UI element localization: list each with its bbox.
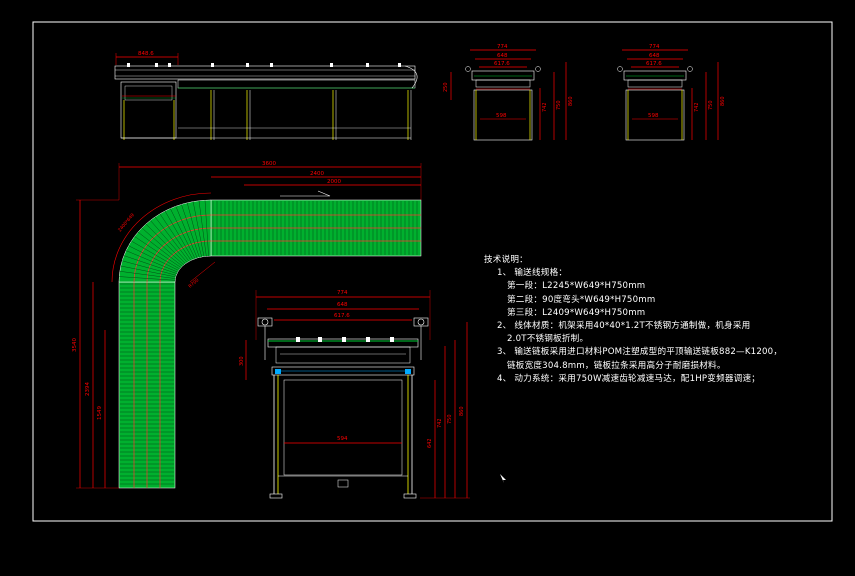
svg-text:250: 250 xyxy=(443,82,449,92)
svg-text:2394: 2394 xyxy=(85,382,91,396)
section-view: 774 648 617.6 xyxy=(239,290,470,499)
svg-text:617.6: 617.6 xyxy=(494,61,510,67)
svg-text:648: 648 xyxy=(497,53,508,59)
notes-item-3b: 链板宽度304.8mm，链板拉条采用高分子耐磨损材料。 xyxy=(507,360,726,371)
svg-text:742: 742 xyxy=(542,102,548,112)
svg-text:648: 648 xyxy=(649,53,660,59)
side-view-2: 774 648 617.6 598 742 750 860 xyxy=(617,44,726,141)
drawing-border xyxy=(32,21,833,522)
svg-text:742: 742 xyxy=(694,102,700,112)
svg-text:617.6: 617.6 xyxy=(334,313,350,319)
technical-notes: 技术说明： 1、 输送线规格： 第一段：L2245*W649*H750mm 第二… xyxy=(484,254,782,386)
svg-text:2000: 2000 xyxy=(327,179,341,185)
notes-item-1c: 第三段：L2409*W649*H750mm xyxy=(507,307,646,318)
notes-item-3: 3、 输送链板采用进口材料POM注塑成型的平顶输送链板882—K1200， xyxy=(497,347,783,358)
svg-text:742: 742 xyxy=(437,418,443,428)
svg-text:598: 598 xyxy=(648,113,659,119)
svg-text:300: 300 xyxy=(239,356,245,366)
notes-item-2: 2、 线体材质：机架采用40*40*1.2T不锈钢方通制做，机身采用 xyxy=(497,321,751,332)
svg-text:598: 598 xyxy=(496,113,507,119)
svg-text:1549: 1549 xyxy=(97,406,103,420)
notes-item-4: 4、 动力系统：采用750W减速齿轮减速马达，配1HP变频器调速； xyxy=(497,373,761,384)
notes-item-1: 1、 输送线规格： xyxy=(497,268,568,279)
front-elevation-view: 848.6 xyxy=(114,51,418,140)
svg-text:860: 860 xyxy=(568,96,574,106)
svg-text:3600: 3600 xyxy=(262,161,276,167)
svg-text:648: 648 xyxy=(337,302,348,308)
notes-item-1b: 第二段：90度弯头*W649*H750mm xyxy=(507,294,656,305)
side-view-1: 774 648 617.6 598 250 742 750 860 xyxy=(443,44,574,141)
svg-text:774: 774 xyxy=(497,44,508,50)
svg-text:750: 750 xyxy=(708,100,714,110)
svg-text:860: 860 xyxy=(720,96,726,106)
cursor-icon xyxy=(500,474,506,483)
svg-text:594: 594 xyxy=(337,436,348,442)
svg-text:617.6: 617.6 xyxy=(646,61,662,67)
svg-text:642: 642 xyxy=(427,438,433,448)
svg-text:750: 750 xyxy=(556,100,562,110)
svg-text:750: 750 xyxy=(447,414,453,424)
svg-text:774: 774 xyxy=(649,44,660,50)
svg-text:774: 774 xyxy=(337,290,348,296)
svg-text:2400*649: 2400*649 xyxy=(117,212,136,233)
notes-item-2b: 2.0T不锈钢板折制。 xyxy=(507,334,589,345)
notes-item-1a: 第一段：L2245*W649*H750mm xyxy=(507,281,646,292)
notes-title: 技术说明： xyxy=(484,255,528,265)
svg-text:860: 860 xyxy=(459,406,465,416)
svg-text:2400: 2400 xyxy=(310,171,324,177)
plan-view: 3600 2400 2000 2400*649 R700 xyxy=(72,161,422,489)
dim-top-width: 848.6 xyxy=(138,51,154,57)
svg-text:3540: 3540 xyxy=(72,338,78,352)
